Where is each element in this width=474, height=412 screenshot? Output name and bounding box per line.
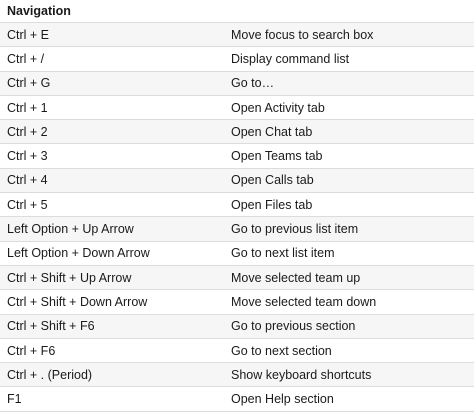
table-row: Ctrl + 4 Open Calls tab bbox=[0, 168, 474, 194]
shortcut-keys: Ctrl + G bbox=[0, 71, 225, 96]
shortcut-keys: Ctrl + . (Period) bbox=[0, 362, 225, 388]
shortcut-action: Open Help section bbox=[225, 386, 474, 412]
shortcut-action: Show keyboard shortcuts bbox=[225, 362, 474, 388]
shortcut-action: Move focus to search box bbox=[225, 22, 474, 48]
shortcut-keys: Ctrl + 2 bbox=[0, 119, 225, 145]
shortcut-keys: Ctrl + Shift + Down Arrow bbox=[0, 289, 225, 315]
shortcut-action: Go to previous list item bbox=[225, 216, 474, 242]
table-row: Ctrl + . (Period) Show keyboard shortcut… bbox=[0, 362, 474, 388]
table-row: Ctrl + Shift + Up Arrow Move selected te… bbox=[0, 265, 474, 291]
table-row: Ctrl + F6 Go to next section bbox=[0, 338, 474, 364]
shortcut-keys: F1 bbox=[0, 386, 225, 412]
shortcut-keys: Ctrl + Shift + F6 bbox=[0, 314, 225, 339]
shortcut-keys: Ctrl + 4 bbox=[0, 168, 225, 194]
shortcut-action: Move selected team down bbox=[225, 289, 474, 315]
shortcut-keys: Left Option + Up Arrow bbox=[0, 216, 225, 242]
shortcut-keys: Ctrl + 5 bbox=[0, 192, 225, 218]
shortcut-action: Display command list bbox=[225, 46, 474, 72]
shortcut-keys: Ctrl + Shift + Up Arrow bbox=[0, 265, 225, 291]
table-header-row: Navigation bbox=[0, 0, 474, 23]
shortcut-keys: Ctrl + 3 bbox=[0, 143, 225, 169]
shortcut-keys: Ctrl + E bbox=[0, 22, 225, 48]
shortcut-action: Open Files tab bbox=[225, 192, 474, 218]
shortcut-keys: Left Option + Down Arrow bbox=[0, 241, 225, 266]
shortcut-action: Open Calls tab bbox=[225, 168, 474, 194]
table-row: Ctrl + 1 Open Activity tab bbox=[0, 95, 474, 121]
shortcut-keys: Ctrl + 1 bbox=[0, 95, 225, 121]
table-row: Left Option + Up Arrow Go to previous li… bbox=[0, 216, 474, 242]
shortcut-action: Go to next section bbox=[225, 338, 474, 364]
table-row: Ctrl + Shift + Down Arrow Move selected … bbox=[0, 289, 474, 315]
shortcut-keys: Ctrl + F6 bbox=[0, 338, 225, 364]
table-row: Ctrl + G Go to… bbox=[0, 71, 474, 96]
shortcut-action: Go to… bbox=[225, 71, 474, 96]
table-row: Ctrl + / Display command list bbox=[0, 46, 474, 72]
table-row: Ctrl + 5 Open Files tab bbox=[0, 192, 474, 218]
shortcut-action: Go to previous section bbox=[225, 314, 474, 339]
shortcut-action: Open Chat tab bbox=[225, 119, 474, 145]
table-row: F1 Open Help section bbox=[0, 386, 474, 412]
table-row: Left Option + Down Arrow Go to next list… bbox=[0, 241, 474, 266]
shortcut-keys: Ctrl + / bbox=[0, 46, 225, 72]
shortcut-action: Open Activity tab bbox=[225, 95, 474, 121]
section-title: Navigation bbox=[0, 0, 474, 23]
shortcut-action: Move selected team up bbox=[225, 265, 474, 291]
table-row: Ctrl + 3 Open Teams tab bbox=[0, 143, 474, 169]
table-row: Ctrl + 2 Open Chat tab bbox=[0, 119, 474, 145]
shortcut-action: Open Teams tab bbox=[225, 143, 474, 169]
shortcut-action: Go to next list item bbox=[225, 241, 474, 266]
table-row: Ctrl + Shift + F6 Go to previous section bbox=[0, 314, 474, 339]
table-row: Ctrl + E Move focus to search box bbox=[0, 22, 474, 48]
